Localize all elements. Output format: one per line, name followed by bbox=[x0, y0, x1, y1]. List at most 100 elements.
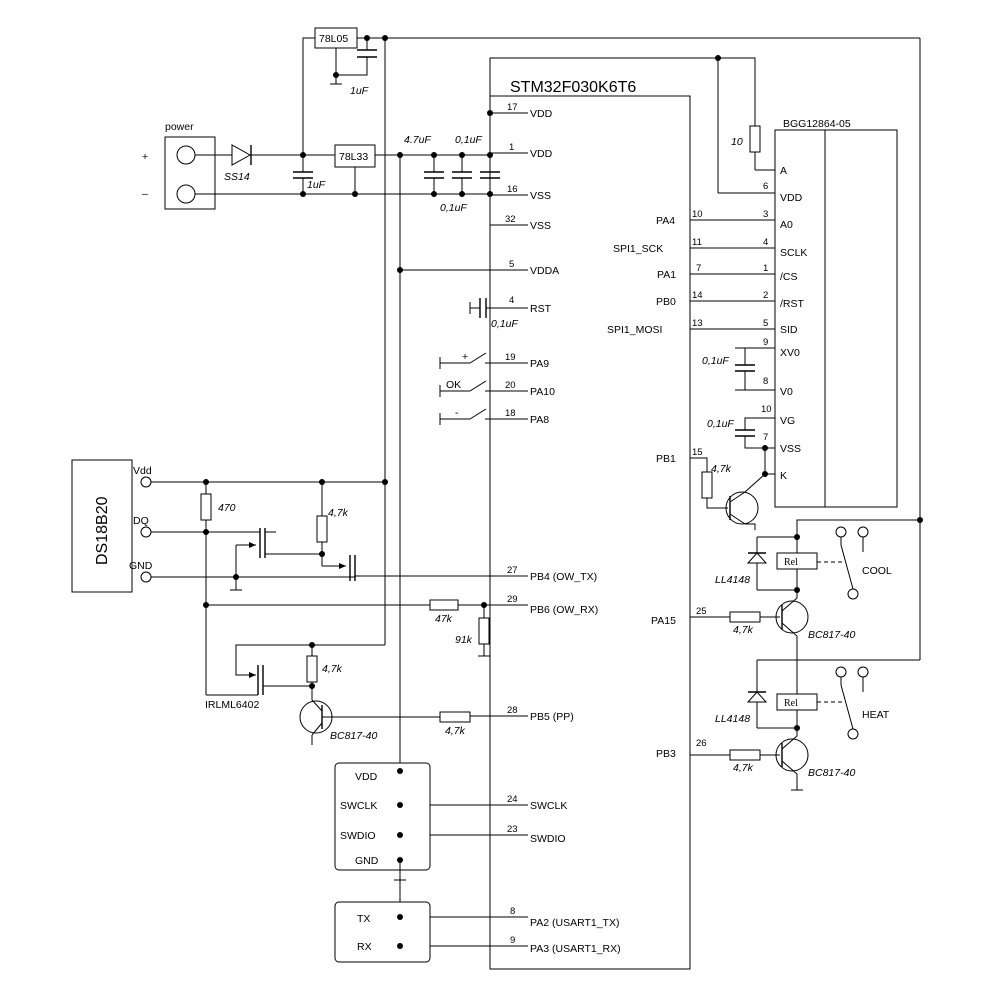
pin-label: RST bbox=[530, 303, 552, 315]
pin-number: 9 bbox=[510, 935, 515, 946]
pin-label: SWDIO bbox=[530, 833, 566, 845]
diode-label: SS14 bbox=[224, 171, 250, 183]
resistor-value: 4,7k bbox=[445, 725, 466, 737]
pin-number: 14 bbox=[692, 290, 703, 301]
pin-label: VSS bbox=[530, 220, 551, 232]
power-minus: – bbox=[142, 188, 148, 200]
pin-number: 10 bbox=[692, 209, 703, 220]
part-label: BC817-40 bbox=[330, 730, 377, 742]
button-minus[interactable]: - bbox=[439, 407, 487, 425]
sensor-pin-label: GND bbox=[129, 560, 153, 572]
uart-pin-label: RX bbox=[357, 941, 372, 953]
mcu-left-pins: 17 VDD 1 VDD 16 VSS 32 VSS 5 VDDA 4 RST … bbox=[355, 102, 621, 955]
swd-pin-label: VDD bbox=[355, 771, 378, 783]
pin-label: VSS bbox=[530, 190, 551, 202]
swd-pin-label: SWCLK bbox=[340, 800, 377, 812]
svg-text:SCLK: SCLK bbox=[780, 247, 807, 259]
button-label: - bbox=[455, 407, 459, 419]
pin-number: 26 bbox=[696, 738, 707, 749]
resistor-value: 10 bbox=[731, 136, 743, 148]
svg-text:10: 10 bbox=[761, 404, 772, 415]
lcd-name: BGG12864-05 bbox=[783, 118, 851, 130]
pin-number: 8 bbox=[510, 906, 515, 917]
part-label: BC817-40 bbox=[808, 629, 855, 641]
swd-pin-label: SWDIO bbox=[340, 830, 376, 842]
power-plus: + bbox=[142, 151, 148, 163]
transistor-bl bbox=[725, 491, 759, 525]
part-label: IRLML6402 bbox=[205, 699, 259, 711]
pin-label: PA2 (USART1_TX) bbox=[530, 917, 619, 929]
svg-text:/CS: /CS bbox=[780, 271, 798, 283]
resistor-value: 470 bbox=[218, 502, 236, 514]
pin-number: 11 bbox=[692, 237, 702, 248]
relay-label: Rel bbox=[784, 557, 798, 568]
pin-label: PA8 bbox=[530, 414, 549, 426]
resistor-backlight bbox=[749, 125, 761, 153]
svg-text:9: 9 bbox=[763, 337, 768, 348]
svg-text:V0: V0 bbox=[780, 386, 793, 398]
pin-number: 17 bbox=[507, 102, 518, 113]
svg-text:XV0: XV0 bbox=[780, 347, 800, 359]
pin-number: 19 bbox=[505, 352, 516, 363]
relay-label: Rel bbox=[784, 698, 798, 709]
pin-number: 32 bbox=[505, 214, 516, 225]
pin-number: 16 bbox=[507, 184, 518, 195]
button-plus[interactable]: + bbox=[439, 351, 487, 369]
pin-number: 28 bbox=[507, 705, 518, 716]
reg-label: 78L33 bbox=[339, 151, 368, 163]
resistor-bl bbox=[701, 471, 713, 499]
resistor-value: 4,7k bbox=[733, 624, 754, 636]
swd-pin-label: GND bbox=[355, 855, 379, 867]
pin-number: 29 bbox=[507, 594, 518, 605]
swd-header bbox=[334, 762, 431, 871]
pin-label: PB3 bbox=[656, 748, 676, 760]
relay-name: COOL bbox=[862, 565, 892, 577]
cap-value: 0,1uF bbox=[491, 318, 518, 330]
lcd-pins: A VDD 6 A0 3 SCLK 4 /CS 1 /RST 2 SID 5 X… bbox=[761, 165, 807, 482]
pin-label: PA15 bbox=[651, 615, 676, 627]
pin-number: 5 bbox=[509, 259, 514, 270]
cap-value: 0,1uF bbox=[702, 355, 729, 367]
button-ok[interactable]: OK bbox=[439, 379, 487, 397]
pin-number: 15 bbox=[692, 447, 703, 458]
svg-text:7: 7 bbox=[763, 432, 768, 443]
button-label: + bbox=[462, 351, 468, 363]
mcu-body bbox=[489, 95, 691, 970]
svg-text:8: 8 bbox=[763, 376, 768, 387]
resistor-value: 91k bbox=[455, 634, 473, 646]
svg-text:VSS: VSS bbox=[780, 443, 801, 455]
cap-value: 0,1uF bbox=[455, 134, 482, 146]
pin-label: SPI1_MOSI bbox=[607, 324, 662, 336]
sensor-pin-label: Vdd bbox=[133, 465, 152, 477]
pin-label: PB4 (OW_TX) bbox=[530, 571, 597, 583]
decoupling-caps bbox=[424, 113, 500, 225]
ds18b20-body bbox=[71, 459, 133, 593]
part-label: LL4148 bbox=[715, 574, 750, 586]
power-label: power bbox=[165, 121, 194, 133]
pin-label: PB0 bbox=[656, 296, 676, 308]
pin-label: VDD bbox=[530, 108, 553, 120]
lcd-body bbox=[774, 129, 898, 508]
pin-label: SPI1_SCK bbox=[613, 243, 663, 255]
pin-number: 4 bbox=[509, 295, 514, 306]
svg-text:/RST: /RST bbox=[780, 298, 805, 310]
svg-text:A0: A0 bbox=[780, 219, 793, 231]
pin-number: 18 bbox=[505, 408, 516, 419]
svg-text:K: K bbox=[780, 470, 787, 482]
pin-number: 25 bbox=[696, 606, 707, 617]
pin-number: 7 bbox=[696, 263, 701, 274]
resistor-value: 47k bbox=[435, 613, 453, 625]
cap-value: 1uF bbox=[307, 179, 326, 191]
pin-label: VDDA bbox=[530, 265, 559, 277]
svg-text:A: A bbox=[780, 165, 787, 177]
resistor-value: 4,7k bbox=[711, 463, 732, 475]
uart-pin-label: TX bbox=[357, 913, 370, 925]
pin-number: 1 bbox=[509, 142, 514, 153]
pin-number: 23 bbox=[507, 824, 518, 835]
mcu-name: STM32F030K6T6 bbox=[510, 79, 636, 96]
sensor-name: DS18B20 bbox=[94, 496, 111, 565]
cap-value: 0,1uF bbox=[707, 418, 734, 430]
button-label: OK bbox=[446, 379, 461, 391]
pin-label: PB6 (OW_RX) bbox=[530, 604, 598, 616]
